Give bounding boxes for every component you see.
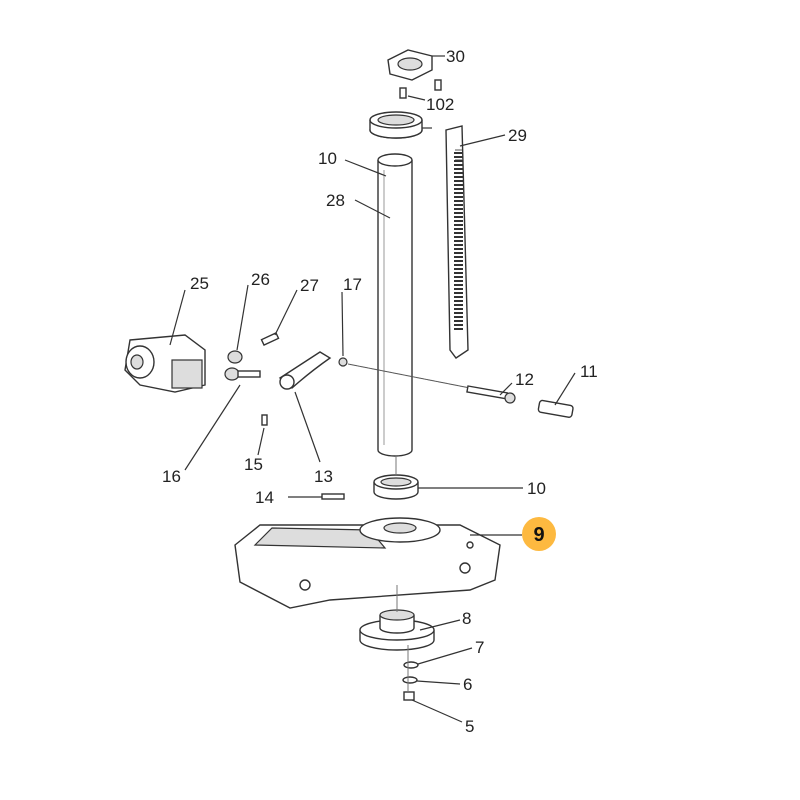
part-27-pin xyxy=(260,331,280,347)
part-11-knob xyxy=(537,399,574,418)
part-12-bolt xyxy=(466,385,516,404)
label-10-bottom: 10 xyxy=(527,479,546,498)
part-28-column xyxy=(377,153,413,457)
part-10-bottom-collar xyxy=(373,474,419,500)
label-13: 13 xyxy=(314,467,333,486)
part-15-screw xyxy=(261,414,268,426)
label-30: 30 xyxy=(446,47,465,66)
label-26: 26 xyxy=(251,270,270,289)
label-6: 6 xyxy=(463,675,472,694)
part-5-bolt xyxy=(403,691,415,701)
label-7: 7 xyxy=(475,638,484,657)
label-11: 11 xyxy=(580,362,598,381)
part-26-nut xyxy=(227,350,243,364)
label-12: 12 xyxy=(515,370,534,389)
highlight-circle xyxy=(522,517,556,551)
label-27: 27 xyxy=(300,276,319,295)
part-10-top-collar xyxy=(369,111,423,139)
part-29-rack xyxy=(445,125,469,359)
label-102: 102 xyxy=(426,95,454,114)
label-9: 9 xyxy=(533,524,544,546)
label-8: 8 xyxy=(462,609,471,628)
callout-badge-9[interactable]: 9 xyxy=(522,517,556,551)
part-13-handle xyxy=(278,351,332,390)
part-30-cap xyxy=(387,49,433,81)
part-6-washer xyxy=(402,676,418,684)
part-102-screws xyxy=(399,79,442,99)
label-29: 29 xyxy=(508,126,527,145)
label-5: 5 xyxy=(465,717,474,736)
label-25: 25 xyxy=(190,274,209,293)
label-17: 17 xyxy=(343,275,362,294)
part-25-bracket xyxy=(124,334,206,393)
part-7-washer xyxy=(403,661,419,669)
label-28: 28 xyxy=(326,191,345,210)
label-16: 16 xyxy=(162,467,181,486)
label-14: 14 xyxy=(255,488,274,507)
part-14-pin xyxy=(321,493,345,500)
part-9-base xyxy=(234,517,501,609)
part-8-flange xyxy=(359,609,435,651)
label-10-top: 10 xyxy=(318,149,337,168)
part-16-bolt xyxy=(224,367,261,381)
label-15: 15 xyxy=(244,455,263,474)
part-17-screw xyxy=(338,357,348,367)
